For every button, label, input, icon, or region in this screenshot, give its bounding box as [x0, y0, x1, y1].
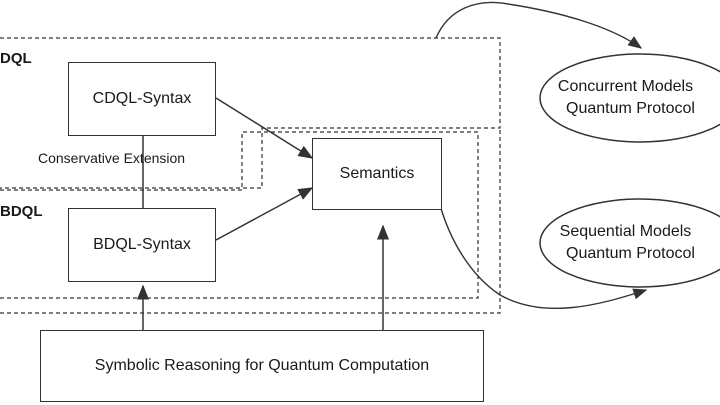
symbolic-reasoning-box: Symbolic Reasoning for Quantum Computati…	[40, 330, 484, 402]
bdql-syntax-box: BDQL-Syntax	[68, 208, 216, 282]
sequential-line-2: Quantum Protocol	[566, 245, 695, 262]
sequential-models-text: Sequential Models Quantum Protocol	[556, 221, 695, 265]
concurrent-line-1: Concurrent Models	[557, 78, 694, 95]
bdql-group-label: BDQL	[0, 203, 43, 220]
cdql-syntax-label: CDQL-Syntax	[92, 90, 192, 107]
bdql-syntax-label: BDQL-Syntax	[93, 236, 191, 253]
sequential-oval	[539, 198, 720, 288]
outer-region-border	[0, 128, 501, 314]
symbolic-reasoning-label: Symbolic Reasoning for Quantum Computati…	[94, 357, 430, 374]
curve-to-sequential	[439, 204, 648, 310]
sequential-line-1: Sequential Models	[559, 223, 692, 240]
semantics-box: Semantics	[312, 138, 442, 210]
concurrent-line-2: Quantum Protocol	[566, 100, 695, 117]
semantics-label: Semantics	[339, 165, 415, 182]
cdql-group-label: DQL	[0, 50, 32, 67]
concurrent-oval	[539, 53, 720, 143]
concurrent-models-text: Concurrent Models Quantum Protocol	[556, 76, 695, 120]
arrow-bdql-to-semantics	[215, 187, 314, 241]
conservative-extension-label: Conservative Extension	[38, 150, 186, 166]
curve-to-concurrent	[435, 1, 643, 49]
cdql-region-border	[0, 37, 501, 189]
cdql-syntax-box: CDQL-Syntax	[68, 62, 216, 136]
arrow-cdql-to-semantics	[215, 97, 314, 159]
